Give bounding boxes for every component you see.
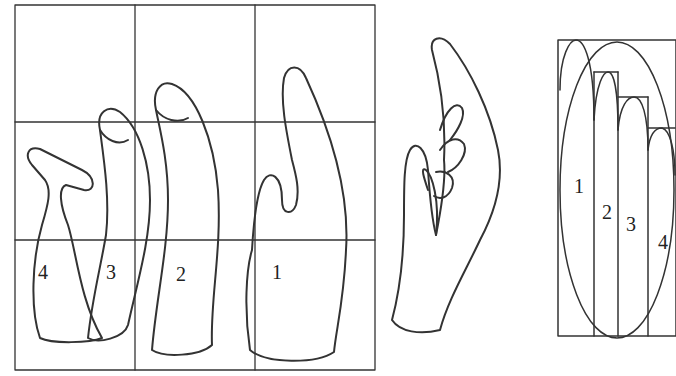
finger-outline [88, 109, 150, 340]
callout-number: 3 [106, 262, 116, 282]
callout-number: 2 [602, 202, 612, 222]
callout-number: 3 [626, 214, 636, 234]
finger-outline [152, 83, 219, 355]
callout-number: 1 [574, 176, 584, 196]
construction-grid [15, 5, 375, 370]
finger-outline [246, 68, 346, 361]
callout-number: 4 [38, 262, 48, 282]
callout-number: 1 [272, 262, 282, 282]
hand-drawing [392, 38, 500, 332]
finger-proportion-diagram [558, 40, 676, 338]
callout-number: 4 [658, 232, 668, 252]
finger-outline [100, 130, 128, 142]
finger-outline [156, 110, 188, 121]
callout-number: 2 [176, 264, 186, 284]
